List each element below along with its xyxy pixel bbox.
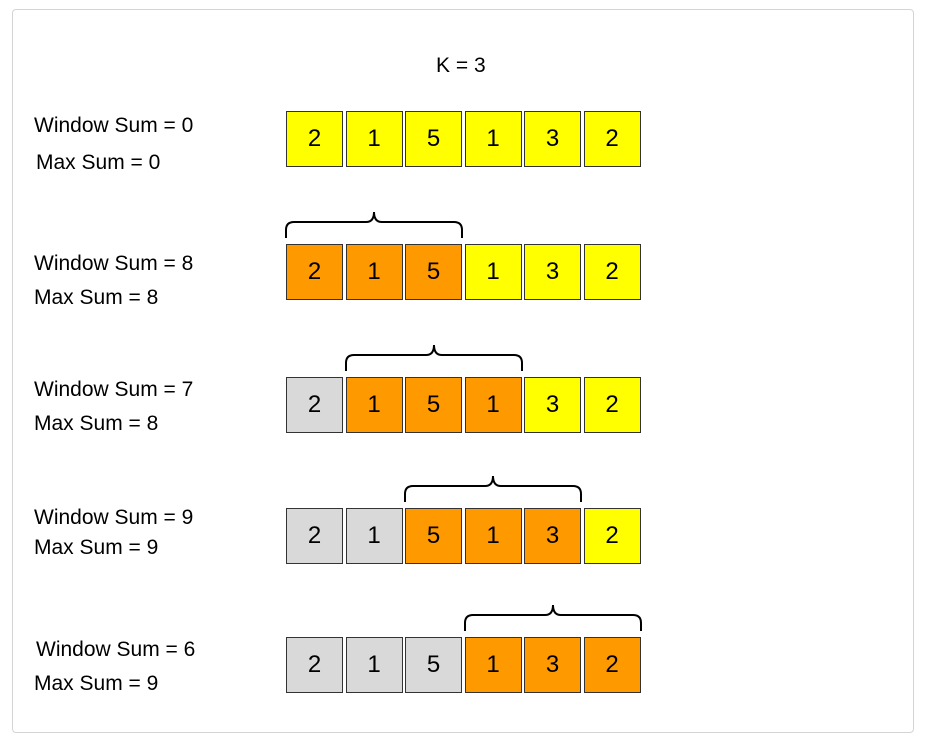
max-sum-label: Max Sum = 0: [36, 151, 161, 174]
max-sum-label: Max Sum = 8: [34, 412, 159, 435]
window-sum-label: Window Sum = 7: [34, 378, 194, 401]
k-label: K = 3: [436, 54, 486, 77]
array-cell: 5: [405, 244, 462, 300]
array-cell: 2: [583, 111, 641, 167]
array-cell: 2: [286, 244, 343, 300]
max-sum-label: Max Sum = 9: [34, 672, 159, 695]
window-brace: [344, 344, 523, 371]
array-cell: 1: [345, 377, 403, 433]
array-cell: 5: [405, 377, 462, 433]
array-cell: 1: [464, 244, 522, 300]
max-sum-label: Max Sum = 9: [34, 536, 159, 559]
array-cell: 2: [286, 111, 343, 167]
max-sum-label: Max Sum = 8: [34, 286, 159, 309]
array-cell: 2: [286, 508, 343, 564]
array-cell: 2: [583, 508, 641, 564]
window-sum-label: Window Sum = 6: [36, 638, 196, 661]
array-cell: 1: [464, 377, 522, 433]
diagram-frame: [12, 9, 914, 733]
array-cell: 2: [286, 377, 343, 433]
window-sum-label: Window Sum = 9: [34, 506, 194, 529]
window-brace: [463, 604, 642, 631]
array-cell: 1: [345, 637, 403, 693]
window-brace: [285, 211, 463, 238]
array-cell: 3: [524, 244, 581, 300]
array-cell: 1: [345, 111, 403, 167]
array-cell: 2: [583, 637, 641, 693]
array-cell: 1: [345, 508, 403, 564]
array-cell: 1: [464, 637, 522, 693]
array-cell: 2: [583, 377, 641, 433]
array-cell: 1: [464, 508, 522, 564]
array-cell: 3: [524, 377, 581, 433]
array-cell: 5: [405, 637, 462, 693]
array-cell: 5: [405, 111, 462, 167]
array-cell: 5: [405, 508, 462, 564]
array-cell: 1: [464, 111, 522, 167]
array-cell: 1: [345, 244, 403, 300]
array-cell: 3: [524, 111, 581, 167]
array-cell: 2: [583, 244, 641, 300]
array-cell: 3: [524, 508, 581, 564]
window-brace: [404, 475, 582, 502]
window-sum-label: Window Sum = 0: [34, 114, 194, 137]
array-cell: 2: [286, 637, 343, 693]
window-sum-label: Window Sum = 8: [34, 252, 194, 275]
array-cell: 3: [524, 637, 581, 693]
